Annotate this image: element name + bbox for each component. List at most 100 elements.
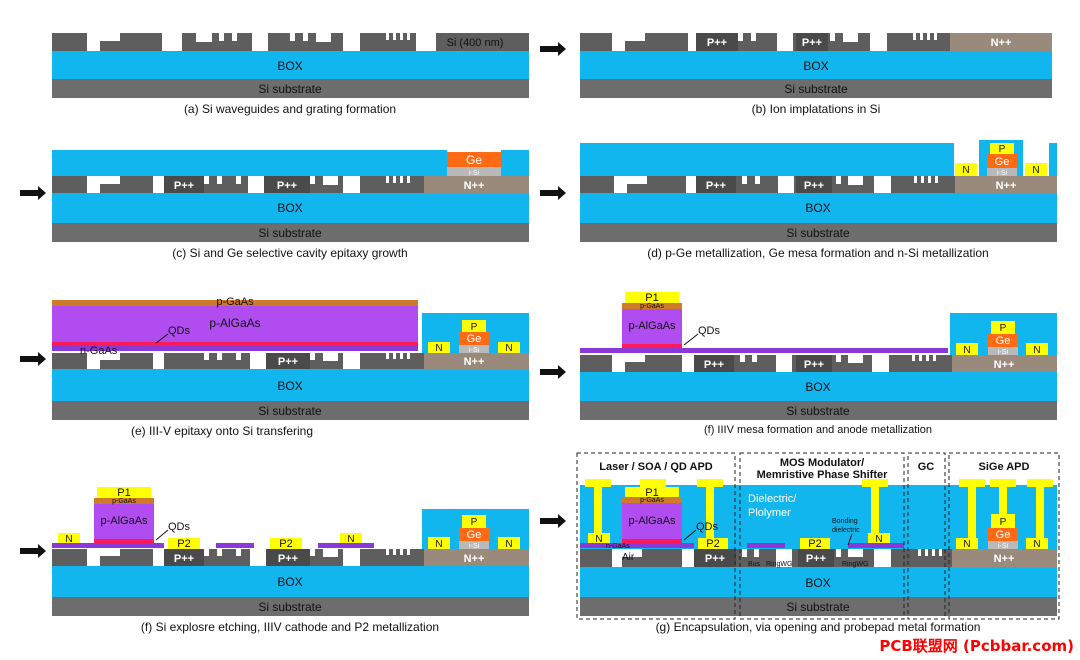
- box-layer: [580, 372, 1057, 401]
- substrate-label: Si substrate: [258, 226, 322, 240]
- p-label: P: [1000, 517, 1007, 528]
- p-contact: [462, 515, 486, 528]
- qds-label: QDs: [168, 521, 191, 533]
- n-plus-label: N++: [991, 37, 1012, 49]
- p-gaas-label: p-GaAs: [112, 498, 136, 505]
- p-contact: [991, 514, 1015, 528]
- n-label: N: [963, 345, 970, 356]
- ring-bus-strip: [216, 543, 254, 548]
- bonding-label: Bonding: [832, 518, 858, 525]
- n-contact: [956, 343, 978, 355]
- bus-label: Bus: [748, 561, 761, 568]
- p1-label: P1: [645, 292, 658, 304]
- qd-pointer: [155, 333, 169, 344]
- p2-label: P2: [177, 538, 190, 550]
- si-trenches: [612, 549, 942, 567]
- box-label: BOX: [277, 379, 302, 393]
- n-doped-region: [955, 176, 1057, 193]
- p-contact: [990, 143, 1014, 154]
- p-doped-region: [264, 176, 310, 193]
- p-plus-label: P++: [704, 359, 724, 371]
- p2-contact: [800, 538, 830, 549]
- n-cathode-contact: [340, 533, 362, 543]
- i-si-layer: [988, 541, 1018, 549]
- n-doped-region: [424, 176, 529, 193]
- i-si-label: i-Si: [997, 170, 1008, 177]
- qd-pointer: [683, 529, 697, 541]
- n-contact: [956, 538, 978, 549]
- ge-label: Ge: [467, 529, 482, 541]
- arrow: [20, 544, 46, 558]
- p-doped-region: [694, 355, 734, 372]
- n-label: N: [435, 539, 442, 550]
- ge-layer: [987, 154, 1017, 168]
- section-title-mos-2: Memristive Phase Shifter: [757, 469, 889, 481]
- ge-label: Ge: [467, 333, 482, 345]
- qds-label: QDs: [696, 521, 719, 533]
- p-plus-label: P++: [174, 553, 194, 565]
- i-si-layer: [447, 167, 501, 176]
- p2-contact: [698, 538, 728, 549]
- n-plus-label: N++: [464, 553, 485, 565]
- p-doped-region: [696, 33, 738, 51]
- p1-label: P1: [645, 487, 658, 499]
- ge-layer: [459, 332, 489, 345]
- p1-label: P1: [117, 487, 130, 499]
- si-trenches: [87, 353, 410, 369]
- p-doped-region: [796, 33, 828, 51]
- panel-c: Ge i-Si P++ P++ N++ BOX Si substrate (c)…: [20, 150, 529, 260]
- substrate-label: Si substrate: [786, 600, 850, 614]
- i-si-layer: [459, 541, 489, 549]
- ring-bus-strip: [848, 543, 904, 548]
- n-doped-region: [950, 33, 1052, 51]
- ringwg-label: RingWG: [842, 561, 868, 568]
- qds-label: QDs: [168, 325, 191, 337]
- n-contact: [1026, 343, 1048, 355]
- arrow: [540, 186, 566, 200]
- ge-label: Ge: [466, 153, 482, 167]
- n-contact: [498, 342, 520, 353]
- n-label: N: [1033, 345, 1040, 356]
- p-algaas-layer: [94, 504, 154, 539]
- ge-layer: [988, 334, 1018, 347]
- substrate-layer: [52, 79, 529, 98]
- arrow: [20, 186, 46, 200]
- p-doped-region: [164, 176, 204, 193]
- ring-bus-strip: [318, 543, 374, 548]
- p2-contact: [270, 538, 302, 549]
- n-plus-label: N++: [996, 180, 1017, 192]
- ge-label: Ge: [996, 529, 1011, 541]
- p-algaas-layer: [622, 503, 682, 539]
- box-layer: [52, 566, 529, 597]
- box-label: BOX: [803, 59, 828, 73]
- n-label: N: [65, 534, 72, 545]
- box-layer: [52, 51, 529, 79]
- n-contact: [428, 537, 450, 549]
- p1-contact: [97, 487, 151, 498]
- n-label: N: [505, 539, 512, 550]
- box-label: BOX: [805, 380, 830, 394]
- arrow: [540, 514, 566, 528]
- caption-d: (d) p-Ge metallization, Ge mesa formatio…: [647, 246, 988, 260]
- p-doped-region: [798, 549, 834, 567]
- box-layer: [52, 193, 529, 223]
- box-label: BOX: [805, 201, 830, 215]
- qd-pointer: [155, 529, 169, 541]
- ge-layer: [459, 528, 489, 541]
- n-contact: [1026, 538, 1048, 549]
- p-algaas-label: p-AlGaAs: [100, 515, 148, 527]
- box-layer: [580, 51, 1052, 79]
- ge-label: Ge: [996, 335, 1011, 347]
- si-thickness-label: Si (400 nm): [447, 37, 504, 49]
- substrate-label: Si substrate: [786, 404, 850, 418]
- ge-label: Ge: [995, 156, 1010, 168]
- p-gaas-layer: [622, 497, 682, 503]
- arrow: [540, 365, 566, 379]
- p-doped-region: [266, 353, 310, 369]
- p-label: P: [1000, 323, 1007, 334]
- n-cathode-contact: [58, 533, 80, 543]
- box-layer: [52, 369, 529, 401]
- p-label: P: [999, 144, 1006, 155]
- substrate-layer: [580, 79, 1052, 98]
- substrate-layer: [52, 597, 529, 616]
